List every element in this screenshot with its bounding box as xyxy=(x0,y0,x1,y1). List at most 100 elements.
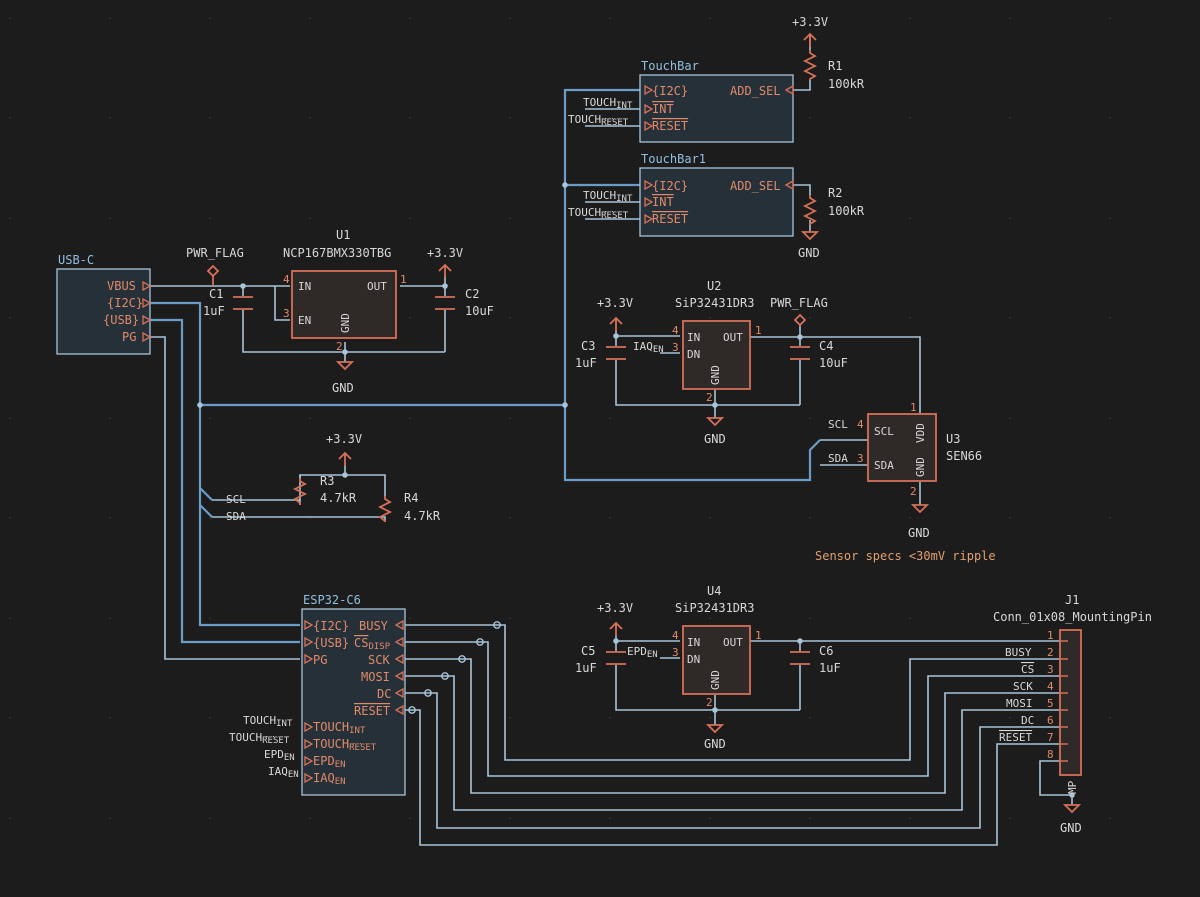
wires xyxy=(150,35,1073,846)
r2-value: 100kR xyxy=(828,204,865,218)
esp-pin-iaq-en: IAQEN xyxy=(313,771,346,787)
u2-pinnum-in: 4 xyxy=(672,324,679,337)
r4-value: 4.7kR xyxy=(404,509,441,523)
u3-value: SEN66 xyxy=(946,449,982,463)
connector-j1[interactable]: J1 Conn_01x08_MountingPin 1 2 3 4 5 6 7 … xyxy=(993,593,1152,794)
port-arrow-icon xyxy=(394,619,404,631)
esp-net-touch-reset: TOUCHRESET xyxy=(229,731,290,746)
power-arrow-icon xyxy=(609,621,623,636)
u3-pinnum-gnd: 2 xyxy=(910,485,917,498)
vcc-label: +3.3V xyxy=(326,432,362,446)
touchbar1-port-reset: RESET xyxy=(652,212,688,226)
u4-pin-in: IN xyxy=(687,636,700,649)
u2-pin-gnd: GND xyxy=(709,365,722,385)
resistor-r1[interactable]: +3.3V R1 100kR xyxy=(792,15,865,91)
u1-pinnum-gnd: 2 xyxy=(336,340,343,353)
j1-value: Conn_01x08_MountingPin xyxy=(993,610,1152,624)
gnd-label: GND xyxy=(908,526,930,540)
esp-port-sck: SCK xyxy=(368,653,390,667)
port-arrow-icon xyxy=(304,721,314,733)
u4-ref: U4 xyxy=(707,584,721,598)
u2-pin-in: IN xyxy=(687,331,700,344)
esp-port-pg: PG xyxy=(313,653,327,667)
vcc-symbol-u1: +3.3V xyxy=(427,246,463,278)
port-arrow-icon xyxy=(644,179,654,191)
port-arrow-icon xyxy=(304,636,314,648)
vcc-label: +3.3V xyxy=(597,601,633,615)
port-arrow-icon xyxy=(142,314,152,326)
touchbar1-sheet[interactable]: TouchBar1 {I2C} INT RESET ADD_SEL TOUCHI… xyxy=(568,152,794,237)
gnd-symbol-u2: GND xyxy=(704,417,726,446)
grid-dots xyxy=(9,17,1111,819)
capacitor-c5[interactable]: C5 1uF xyxy=(575,644,626,675)
load-switch-u2[interactable]: U2 SiP32431DR3 IN DN OUT GND 4 3 1 2 IAQ… xyxy=(633,279,762,404)
u2-pinnum-gnd: 2 xyxy=(706,391,713,404)
j1-pin-6: 6 xyxy=(1047,714,1054,727)
touchbar-sheet[interactable]: TouchBar {I2C} INT RESET ADD_SEL TOUCHIN… xyxy=(568,59,794,143)
u1-pinnum-in: 4 xyxy=(283,273,290,286)
port-arrow-icon xyxy=(304,738,314,750)
esp-net-epd-en: EPDEN xyxy=(264,748,295,763)
esp32-title: ESP32-C6 xyxy=(303,593,361,607)
power-arrow-icon xyxy=(803,32,817,47)
u3-pin-gnd: GND xyxy=(914,457,927,477)
c4-ref: C4 xyxy=(819,339,833,353)
port-arrow-icon xyxy=(394,704,404,716)
ground-icon xyxy=(705,417,725,427)
ground-icon xyxy=(800,231,820,241)
power-arrow-icon xyxy=(609,316,623,331)
capacitor-icon xyxy=(790,651,810,665)
sensor-note: Sensor specs <30mV ripple xyxy=(815,549,996,563)
vcc-label: +3.3V xyxy=(427,246,463,260)
resistor-r2[interactable]: R2 100kR GND xyxy=(798,186,865,260)
usb-c-sheet[interactable]: USB-C VBUS {I2C} {USB} PG xyxy=(56,253,152,355)
touchbar-port-reset: RESET xyxy=(652,119,688,133)
c6-value: 1uF xyxy=(819,661,841,675)
capacitor-c6[interactable]: C6 1uF xyxy=(790,644,841,675)
capacitor-c1[interactable]: C1 1uF xyxy=(203,287,253,318)
u3-pinnum-scl: 4 xyxy=(857,418,864,431)
port-arrow-icon xyxy=(304,772,314,784)
capacitor-c4[interactable]: C4 10uF xyxy=(790,339,848,370)
u1-pinnum-out: 1 xyxy=(400,273,407,286)
gnd-symbol-u4: GND xyxy=(704,724,726,751)
u4-value: SiP32431DR3 xyxy=(675,601,754,615)
u1-pin-gnd: GND xyxy=(339,313,352,333)
vcc-symbol-u2: +3.3V xyxy=(597,296,633,331)
capacitor-c3[interactable]: C3 1uF xyxy=(575,339,626,370)
esp-port-busy: BUSY xyxy=(359,619,389,633)
vcc-symbol-r3: +3.3V xyxy=(326,432,362,466)
gnd-symbol-u3: GND xyxy=(908,504,930,540)
port-arrow-icon xyxy=(644,213,654,225)
u2-pin-dn: DN xyxy=(687,348,700,361)
touchbar1-port-i2c: {I2C} xyxy=(652,179,688,193)
load-switch-u4[interactable]: U4 SiP32431DR3 IN DN OUT GND 4 3 1 2 EPD… xyxy=(627,584,762,709)
pwr-flag-1[interactable]: PWR_FLAG xyxy=(186,246,244,286)
touchbar-net-int: TOUCHINT xyxy=(583,96,633,111)
gnd-label: GND xyxy=(704,432,726,446)
esp-port-reset: RESET xyxy=(354,704,390,718)
regulator-u1[interactable]: U1 NCP167BMX330TBG IN EN OUT GND 4 3 1 2 xyxy=(283,228,407,353)
port-arrow-icon xyxy=(142,297,152,309)
u3-net-scl: SCL xyxy=(828,418,848,431)
resistor-r4[interactable]: R4 4.7kR xyxy=(377,491,441,523)
pwr-flag-2[interactable]: PWR_FLAG xyxy=(770,296,828,327)
u4-pin-gnd: GND xyxy=(709,670,722,690)
u4-pinnum-in: 4 xyxy=(672,629,679,642)
j1-pin-8: 8 xyxy=(1047,748,1054,761)
c2-value: 10uF xyxy=(465,304,494,318)
esp32-sheet[interactable]: ESP32-C6 {I2C} {USB} PG BUSY CSDISP SCK … xyxy=(229,593,406,796)
capacitor-icon xyxy=(606,346,626,360)
u1-pin-out: OUT xyxy=(367,280,387,293)
capacitor-c2[interactable]: C2 10uF xyxy=(435,287,494,318)
esp-port-dc: DC xyxy=(377,687,391,701)
ground-icon xyxy=(1062,804,1082,814)
touchbar-port-int: INT xyxy=(652,102,674,116)
sensor-u3[interactable]: SCL SDA VDD GND 4 3 1 2 U3 SEN66 SCL SDA xyxy=(828,401,982,498)
r3-ref: R3 xyxy=(320,474,334,488)
resistor-r3[interactable]: R3 4.7kR xyxy=(292,474,357,505)
c4-value: 10uF xyxy=(819,356,848,370)
port-arrow-icon xyxy=(142,280,152,292)
gnd-label: GND xyxy=(704,737,726,751)
c5-ref: C5 xyxy=(581,644,595,658)
